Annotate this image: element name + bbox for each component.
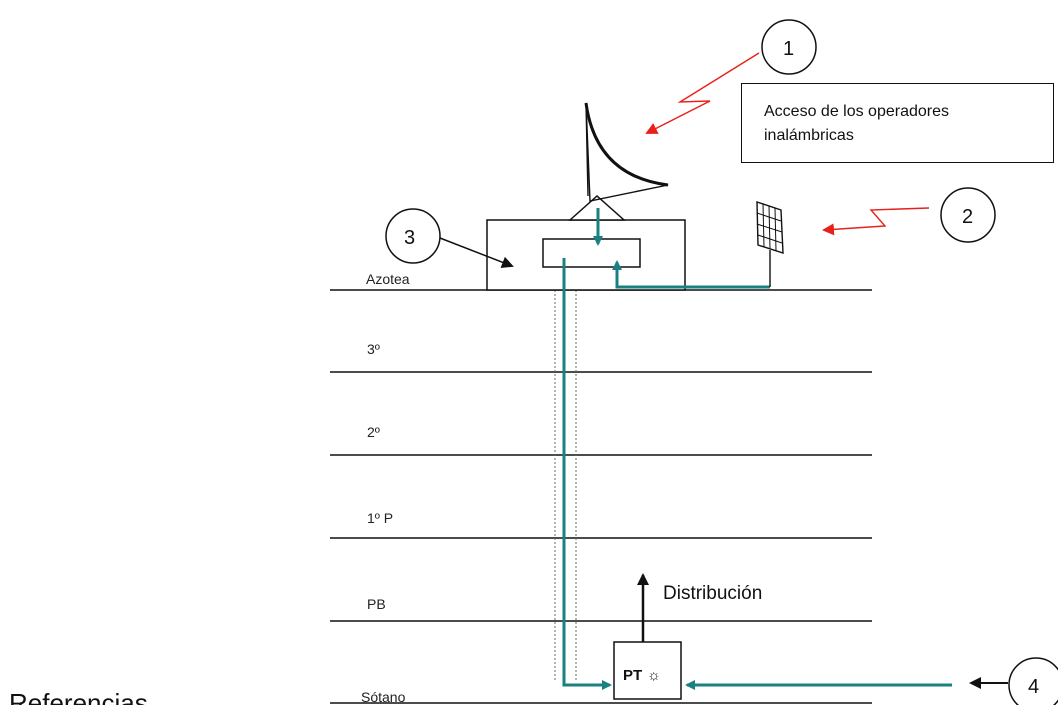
callout-number-2: 2 [962, 206, 973, 228]
pt-box [613, 641, 682, 700]
callout-number-1: 1 [783, 38, 794, 60]
callout-circle-3 [385, 208, 441, 264]
satellite-dish-curve [584, 102, 669, 187]
solar-panel-icon [756, 201, 784, 287]
floor-label-3: 3º [367, 341, 380, 357]
references-heading: Referencias [9, 688, 148, 705]
floor-label-azotea: Azotea [366, 271, 410, 287]
callout-circle-4 [1008, 657, 1058, 705]
callout-circle-1 [761, 19, 817, 75]
satellite-dish-icon [585, 102, 669, 202]
floor-label-sotano: Sótano [361, 689, 406, 705]
operators-callout-box: Acceso de los operadores inalámbricas [741, 83, 1054, 163]
distribution-label: Distribución [663, 583, 762, 604]
floor-label-pb: PB [367, 596, 386, 612]
wireless-signal-1-icon [645, 52, 760, 134]
floor-label-2: 2º [367, 424, 380, 440]
callout-3-arrow [439, 237, 514, 268]
callout-circle-2 [940, 187, 996, 243]
operators-callout-line1: Acceso de los operadores [764, 103, 949, 120]
pt-sun-icon: ☼ [647, 667, 661, 684]
rooftop-equipment-cabinet [542, 238, 641, 268]
operators-callout-line2: inalámbricas [764, 127, 854, 144]
cable-riser-to-pt [562, 258, 612, 690]
pt-label: PT [623, 667, 642, 684]
cable-solar-to-cabinet [612, 260, 770, 289]
callout-number-4: 4 [1028, 676, 1039, 698]
callout-number-3: 3 [404, 227, 415, 249]
wireless-signal-2-icon [822, 207, 930, 236]
floor-label-1: 1º P [367, 510, 393, 526]
